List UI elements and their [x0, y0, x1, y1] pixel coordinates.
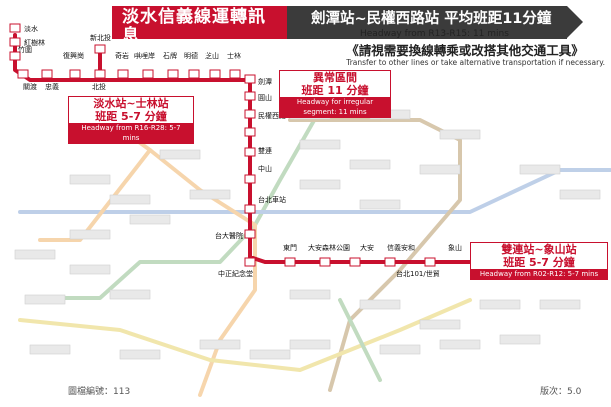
segment-zh: 劍潭站~民權西路站 平均班距11分鐘	[311, 11, 552, 27]
callout-xiangshan-title: 雙連站~象山站	[501, 243, 577, 256]
yellow-line	[18, 298, 472, 372]
title-en: Tamsui-Xinyi Line Operation Status	[122, 47, 271, 57]
station-jiantan: 劍潭	[258, 77, 272, 86]
callout-irregular: 異常區間 班距 11 分鐘 Headway for irregular segm…	[279, 70, 391, 118]
faded-stations	[14, 109, 601, 360]
callout-tamsui-headway: 班距 5-7 分鐘	[95, 110, 167, 123]
station-dongmen: 東門	[283, 243, 297, 252]
callout-tamsui: 淡水站~士林站 班距 5-7 分鐘 Headway from R16-R28: …	[68, 96, 194, 144]
callout-xiangshan-headway: 班距 5-7 分鐘	[503, 256, 575, 269]
callout-tamsui-title: 淡水站~士林站	[93, 97, 169, 110]
line-title: 淡水信義線運轉訊息 Tamsui-Xinyi Line Operation St…	[112, 6, 287, 57]
station-shilin: 士林	[227, 51, 241, 60]
callout-xiangshan-en: Headway from R02-R12: 5-7 mins	[471, 269, 607, 279]
station-zhongshan: 中山	[258, 164, 272, 173]
station-taipei101: 台北101/世貿	[396, 269, 440, 278]
station-ntuh: 台大醫院	[215, 231, 243, 240]
red-stations	[9, 23, 436, 267]
map-number: 圖檔編號：113	[68, 387, 131, 397]
red-line	[13, 33, 472, 264]
station-guandu: 關渡	[23, 82, 37, 91]
callout-irregular-en: Headway for irregular segment: 11 mins	[280, 97, 390, 117]
station-cks: 中正紀念堂	[218, 269, 253, 278]
segment-banner: 劍潭站~民權西路站 平均班距11分鐘	[287, 6, 583, 39]
station-mingde: 明德	[184, 51, 198, 60]
station-tamsui: 淡水	[24, 24, 38, 33]
station-qiyan: 奇岩	[115, 51, 129, 60]
callout-irregular-title: 異常區間	[313, 71, 357, 84]
station-daan: 大安	[360, 243, 374, 252]
station-taipeimain: 台北車站	[258, 195, 286, 204]
callout-tamsui-en: Headway from R16-R28: 5-7 mins	[69, 123, 193, 143]
callout-xiangshan: 雙連站~象山站 班距 5-7 分鐘 Headway from R02-R12: …	[470, 242, 608, 280]
notice-en: Transfer to other lines or take alternat…	[346, 58, 605, 67]
station-zhishan: 芝山	[205, 51, 219, 60]
station-fuxinggang: 復興崗	[63, 51, 84, 60]
station-qilian: 唭哩岸	[134, 51, 155, 60]
station-xiangshan: 象山	[448, 243, 462, 252]
station-shipai: 石牌	[163, 51, 177, 60]
station-xinyi-anhe: 信義安和	[387, 243, 415, 252]
segment-en: Headway from R13-R15: 11 mins	[360, 29, 509, 39]
station-zhuwei: 竹圍	[18, 45, 32, 54]
station-hongshulin: 紅樹林	[24, 38, 45, 47]
title-zh: 淡水信義線運轉訊息	[122, 7, 266, 46]
green-line-2	[338, 298, 382, 382]
station-daan-park: 大安森林公園	[308, 243, 350, 252]
station-labels: 淡水 紅樹林 竹圍 關渡 忠義 復興崗 北投 新北投 奇岩 唭哩岸 石牌 明德 …	[18, 24, 462, 278]
status-ribbon: 淡水信義線運轉訊息 Tamsui-Xinyi Line Operation St…	[112, 6, 583, 57]
station-yuanshan: 圓山	[258, 93, 272, 102]
notice-zh: 《請視需要換線轉乘或改搭其他交通工具》	[346, 43, 584, 58]
station-beitou: 北投	[92, 82, 106, 91]
station-xinbeitou: 新北投	[90, 33, 111, 42]
version-number: 版次：5.0	[540, 387, 582, 397]
callout-irregular-headway: 班距 11 分鐘	[301, 84, 369, 97]
station-zhongyi: 忠義	[45, 82, 59, 91]
station-shuanglian: 雙連	[258, 146, 272, 155]
station-minquan: 民權西路	[258, 111, 286, 120]
